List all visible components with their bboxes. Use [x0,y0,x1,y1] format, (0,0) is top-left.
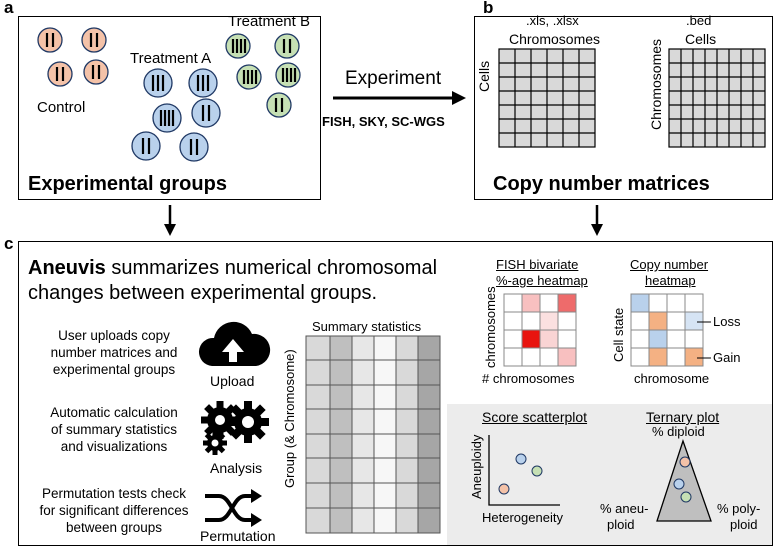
copy-number-matrices-panel [474,16,773,200]
cn-title-line1: Copy number [630,257,709,272]
matrix2-col-label: Cells [685,31,717,47]
panel-letter-a: a [4,0,14,17]
score-scatterplot-title: Score scatterplot [482,409,588,425]
score-scatterplot-axes [488,435,560,506]
score-ylabel: Aneuploidy [469,434,484,499]
cn-ylabel: Cell state [611,307,626,362]
experiment-arrow [333,91,466,105]
summary-statistics-title: Summary statistics [312,319,422,334]
step-analysis-text: Automatic calculation of summary statist… [50,405,178,454]
experimental-groups-title: Experimental groups [28,173,227,195]
cloud-upload-icon [198,321,271,366]
fish-heatmap [503,293,577,367]
ternary-right-label-2: ploid [730,517,758,532]
scatter-point [498,483,510,495]
aneuvis-panel [18,241,773,546]
upload-icon-label: Upload [210,373,255,389]
aneuvis-name: Aneuvis [28,257,106,279]
ternary-plot-title: Ternary plot [646,409,720,425]
shuffle-icon [205,494,253,522]
panel-letter-b: b [483,0,494,17]
ternary-top-label: % diploid [652,424,705,439]
copy-number-matrices-title: Copy number matrices [493,173,710,195]
control-cell [37,27,109,87]
ternary-left-label-1: % aneu- [600,501,649,516]
scatter-point [515,453,527,465]
cn-title-line2: heatmap [645,273,696,288]
headline-rest: summarizes numerical chromosomal [105,257,438,279]
fish-xlabel: # chromosomes [482,371,575,386]
experimental-groups-panel [18,16,321,200]
cn-gain-label: Gain [713,350,741,365]
plots-background [447,404,772,545]
analysis-icon-label: Analysis [210,460,263,476]
cn-xlabel: chromosome [634,371,710,386]
summary-ylabel: Group (& Chromosome) [282,349,297,488]
step-upload-text: User uploads copy number matrices and ex… [50,328,178,377]
treatment-a-label: Treatment A [130,50,212,67]
ternary-right-label-1: % poly- [717,501,761,516]
control-label: Control [37,99,86,116]
fish-title-line2: %-age heatmap [496,273,588,288]
matrix1-format: .xls, .xlsx [526,13,579,28]
matrix-1 [498,48,596,148]
treatment-b-label: Treatment B [228,13,310,30]
ternary-point [680,491,692,503]
fish-title-line1: FISH bivariate [496,257,579,272]
matrix2-format: .bed [686,13,712,28]
matrix-2 [668,48,766,148]
copy-number-heatmap [630,293,704,367]
permutation-icon-label: Permutation [200,528,276,544]
experiment-label: Experiment [345,68,442,89]
fish-ylabel: chromosomes [483,286,498,368]
ternary-point [679,456,691,468]
ternary-triangle [656,438,712,522]
step-permutation-text: Permutation tests check for significant … [39,486,189,535]
score-xlabel: Heterogeneity [482,510,563,525]
gears-icon [201,401,269,455]
panel-letter-c: c [4,234,14,253]
summary-statistics-table [305,335,441,534]
ternary-point [673,478,685,490]
headline-line1: Aneuvis summarizes numerical chromosomal [28,257,437,280]
ternary-left-label-2: ploid [607,517,635,532]
headline-line2: changes between experimental groups. [28,282,378,304]
cn-loss-label: Loss [713,314,741,329]
methods-label: FISH, SKY, SC-WGS [322,114,445,129]
scatter-point [531,465,543,477]
matrix1-col-label: Chromosomes [509,31,601,47]
